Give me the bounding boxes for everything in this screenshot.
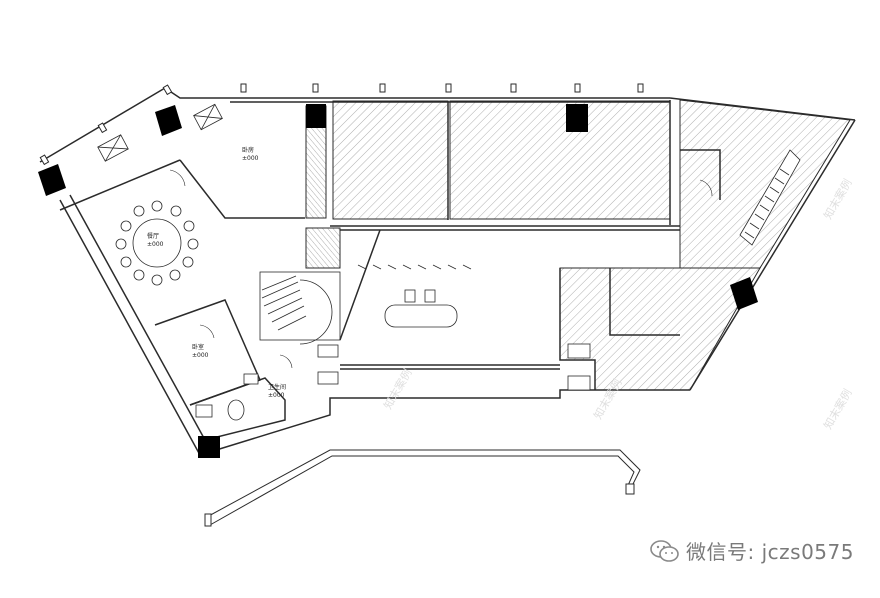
wall-dining-upper <box>59 159 181 211</box>
right-stair <box>739 149 801 246</box>
grid-markers <box>39 83 644 166</box>
column <box>38 164 66 196</box>
deck-right-triangle <box>679 99 851 269</box>
wall-bath <box>189 377 286 441</box>
wall-right-diagonal <box>689 119 856 391</box>
deck-lower-right <box>559 267 761 391</box>
wechat-icon <box>650 539 679 562</box>
watermark-text: 知末案例 <box>820 386 854 431</box>
deck-top-left <box>332 100 449 220</box>
bath-fixtures <box>195 343 591 421</box>
wall-storage <box>559 268 596 390</box>
room-label-bedroom-top: 卧房 <box>242 146 254 154</box>
terrace-rail <box>204 449 641 527</box>
wall-left-inner <box>69 194 206 441</box>
room-elev-bedroom-top: ±000 <box>242 155 259 162</box>
room-label-dining: 餐厅 <box>147 232 159 240</box>
room-elev-dining: ±000 <box>147 241 164 248</box>
column <box>730 277 758 310</box>
dining-table <box>115 200 199 286</box>
wall-stair-right <box>680 149 721 200</box>
column <box>155 105 182 136</box>
watermark-text: 知末案例 <box>820 176 854 221</box>
room-elev-bedroom: ±000 <box>192 352 209 359</box>
room-elev-bath: ±000 <box>268 392 285 399</box>
column <box>306 104 326 128</box>
wechat-id-label: 微信号: jczs0575 <box>686 540 854 564</box>
deck-top-right <box>449 100 671 220</box>
columns <box>38 104 758 458</box>
room-label-bath: 卫生间 <box>268 383 286 391</box>
wechat-watermark: 微信号: jczs0575 <box>650 536 854 565</box>
watermark-text: 知末案例 <box>380 366 414 411</box>
spiral-stair <box>259 271 341 345</box>
living-furniture <box>357 264 472 328</box>
wall-center-diag <box>339 229 381 341</box>
column <box>566 104 588 132</box>
room-label-bedroom: 卧室 <box>192 343 204 351</box>
bar-counter <box>384 304 458 328</box>
wall-storage-2 <box>609 268 680 336</box>
stair-shaft-hatch-2 <box>305 227 341 269</box>
wall-left-diagonal <box>59 199 201 456</box>
wall-room-upper <box>179 159 305 219</box>
room-labels: 卧房 ±000 餐厅 ±000 卧室 ±000 卫生间 ±000 <box>147 146 286 399</box>
skylights <box>97 103 223 162</box>
door-swings <box>169 169 713 369</box>
column <box>198 436 220 458</box>
wall-top-right <box>669 97 856 121</box>
